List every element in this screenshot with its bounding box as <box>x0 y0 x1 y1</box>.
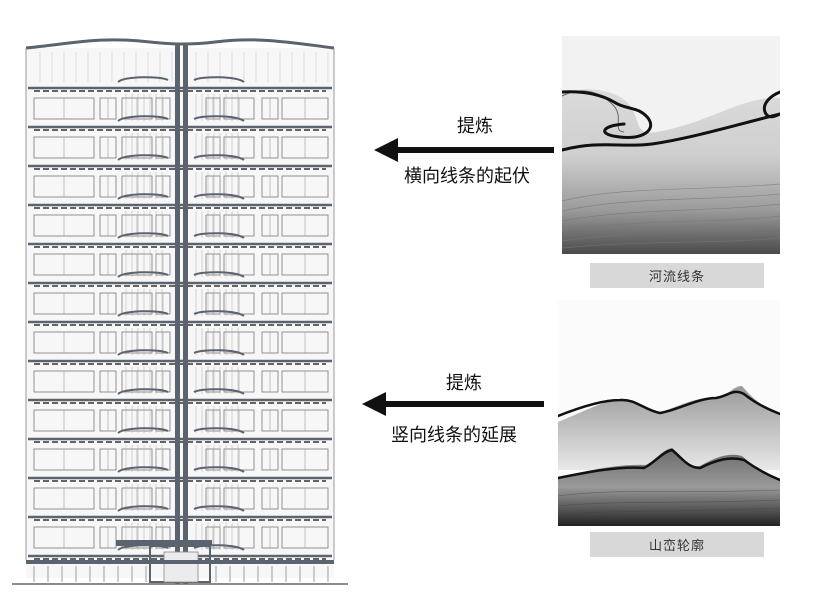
building-elevation <box>12 38 348 585</box>
bay-curve-left <box>117 193 169 200</box>
horizontal-lines-description: 横向线条的起伏 <box>404 166 530 187</box>
bay-curve-left <box>117 427 169 434</box>
podium-canopy <box>116 540 212 546</box>
bay-curve-right <box>193 115 245 122</box>
bay-curve-left <box>117 349 169 356</box>
bay-curve-right <box>193 232 245 239</box>
vertical-spine-left <box>175 44 180 584</box>
bay-curve-right <box>193 193 245 200</box>
mountain-outline-caption: 山峦轮廓 <box>590 532 764 557</box>
bay-curve-left <box>117 154 169 161</box>
arrow-left-icon-bottom <box>362 392 544 416</box>
vertical-spine-right <box>183 44 188 584</box>
bay-curve-left <box>117 466 169 473</box>
bay-curve-left <box>117 115 169 122</box>
bay-curve-right <box>193 427 245 434</box>
entrance-door <box>163 551 199 583</box>
bay-curve-right <box>193 76 245 83</box>
bay-curve-left <box>117 232 169 239</box>
bay-curve-right <box>193 271 245 278</box>
arrow-left-icon-top <box>374 138 554 162</box>
bay-curve-left <box>117 388 169 395</box>
bay-curve-right <box>193 466 245 473</box>
bay-curve-right <box>193 349 245 356</box>
bay-curve-right <box>193 310 245 317</box>
bay-curve-left <box>117 505 169 512</box>
roof-crown <box>25 38 335 50</box>
bay-curve-left <box>117 310 169 317</box>
bay-curve-left <box>117 76 169 83</box>
vertical-lines-description: 竖向线条的延展 <box>391 425 517 446</box>
bay-curve-right <box>193 544 245 551</box>
bay-curve-right <box>193 388 245 395</box>
bay-curve-right <box>193 154 245 161</box>
refine-label-bottom: 提炼 <box>446 373 482 394</box>
river-lines-image <box>562 36 780 254</box>
bay-curve-right <box>193 505 245 512</box>
river-lines-caption: 河流线条 <box>590 263 764 288</box>
bay-curve-left <box>117 271 169 278</box>
mountain-outline-image <box>558 300 780 526</box>
refine-label-top: 提炼 <box>457 116 493 137</box>
